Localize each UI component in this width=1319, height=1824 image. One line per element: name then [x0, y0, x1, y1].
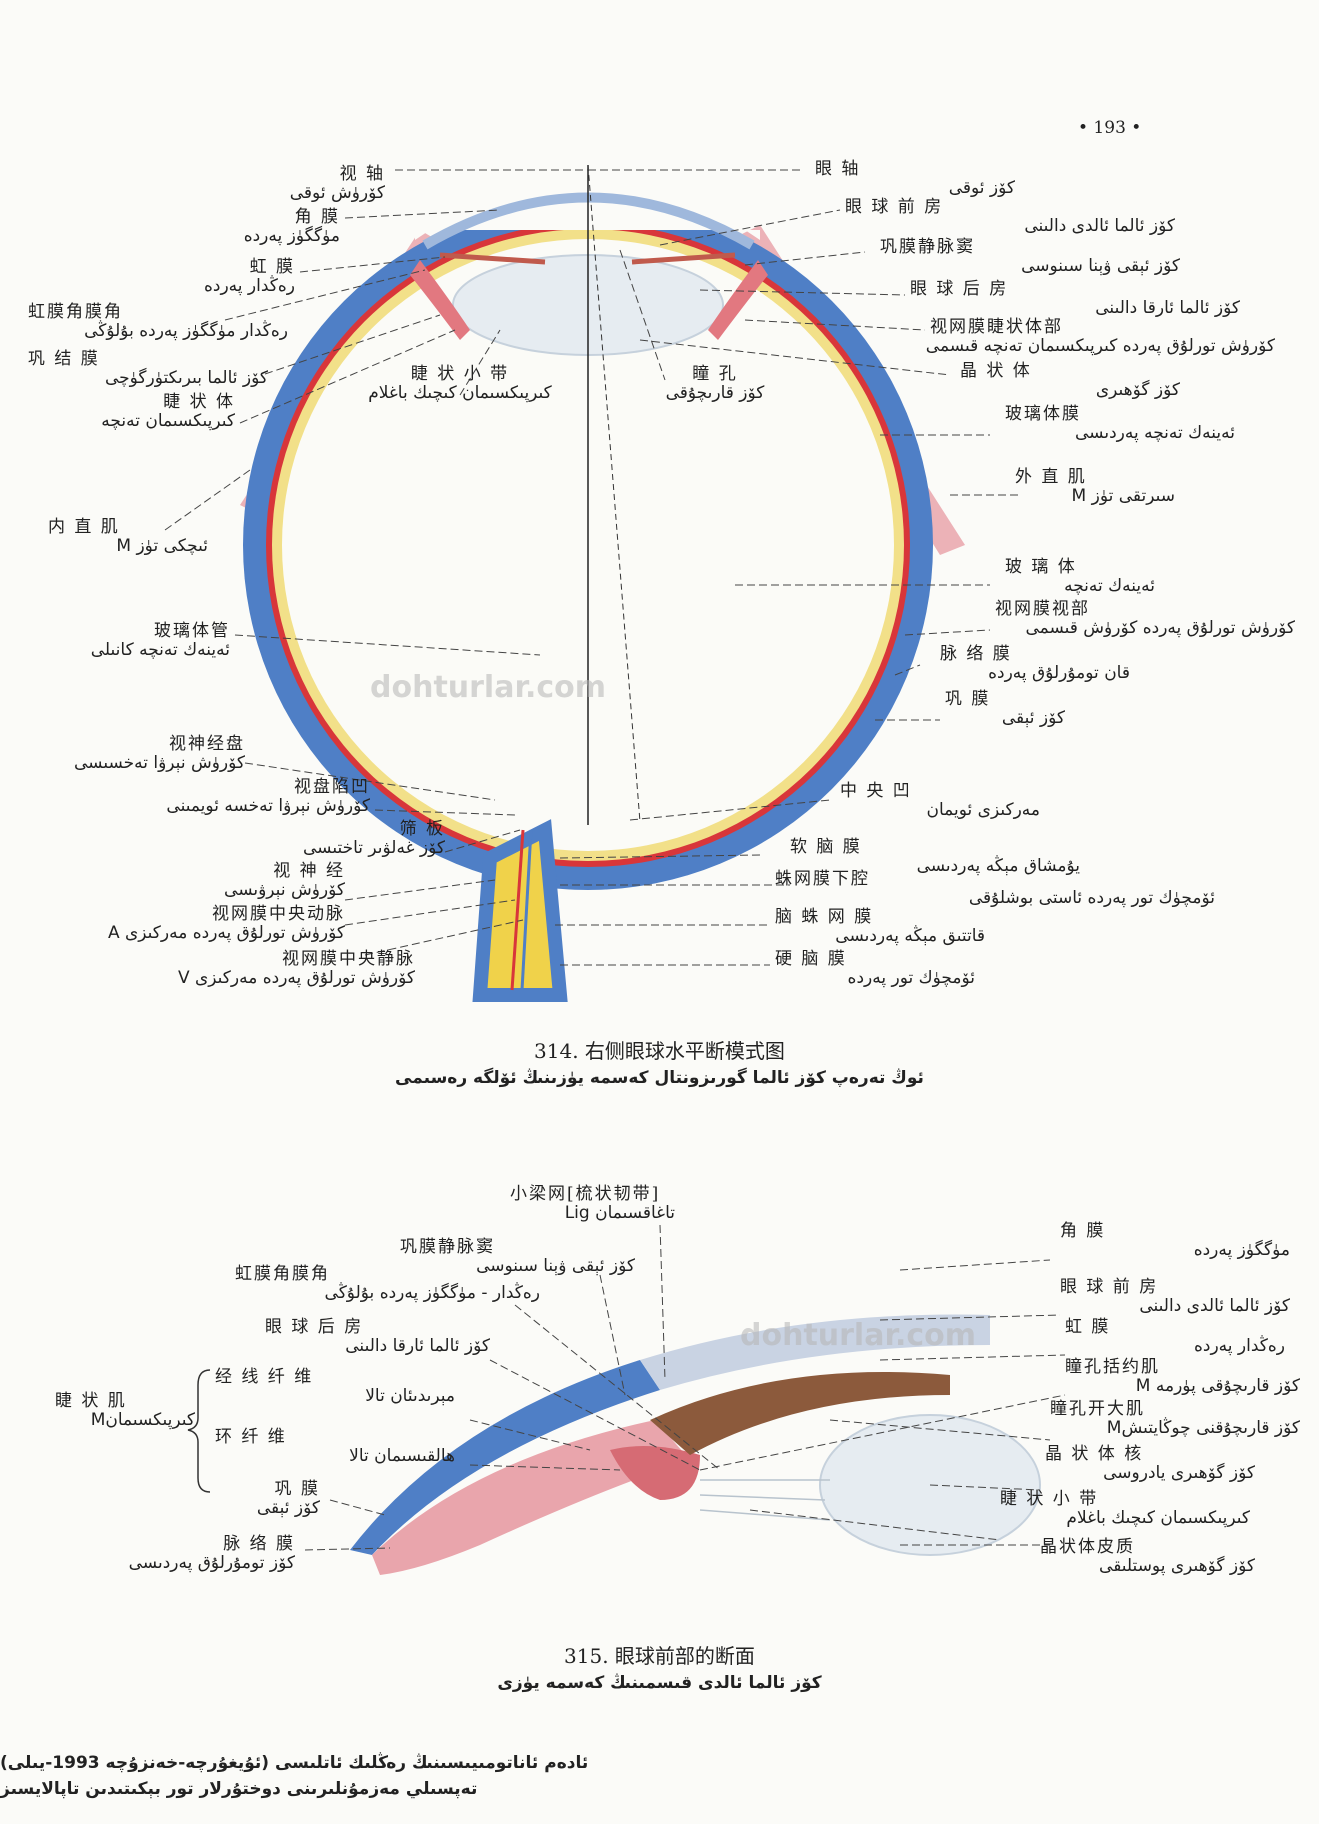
leader-lines-left — [164, 169, 588, 956]
optic-nerve — [472, 819, 568, 1002]
ciliary-muscle — [372, 1420, 690, 1575]
footer-line-1: ئادەم ئاناتومىيىسىنىڭ رەڭلىك ئاتلىسى (ئۇ… — [0, 1753, 589, 1773]
leader-lines-fig2 — [304, 1224, 1066, 1551]
footer-credit: ئادەم ئاناتومىيىسىنىڭ رەڭلىك ئاتلىسى (ئۇ… — [0, 1750, 620, 1802]
page-number: • 193 • — [1078, 118, 1142, 138]
iris-right — [631, 252, 736, 265]
iris-left — [439, 252, 546, 265]
iris-band — [650, 1372, 950, 1455]
figure2-caption: 315. 眼球前部的断面 كۆز ئالما ئالدى قىسمىنىڭ كە… — [497, 1644, 822, 1693]
ciliary-body-left — [410, 260, 470, 340]
ciliary-muscle-brace — [187, 1369, 211, 1493]
footer-line-2: تەپسىلي مەزمۇنلىرىنى دوختۇرلار تور بېكىت… — [0, 1779, 478, 1799]
figure1-caption: 314. 右侧眼球水平断模式图 ئوڭ تەرەپ كۆز ئالما گورى… — [395, 1039, 924, 1088]
zonule-fibers — [699, 1479, 831, 1521]
label-trabecular-meshwork: 小梁网[梳状韧带]تاغاقسىمان Lig — [510, 1184, 675, 1223]
central-artery — [510, 829, 525, 991]
anterior-segment-figure — [187, 1224, 1066, 1575]
watermark-2: dohturlar.com — [740, 1318, 977, 1353]
leader-lines-right — [555, 169, 1020, 966]
eyeball-figure — [164, 164, 1020, 1002]
sclera-band — [350, 1360, 660, 1555]
cornea-band — [640, 1314, 990, 1390]
watermark-1: dohturlar.com — [370, 670, 607, 705]
central-vein — [520, 829, 533, 991]
ciliary-process — [610, 1446, 700, 1500]
ciliary-body-right — [708, 260, 768, 340]
